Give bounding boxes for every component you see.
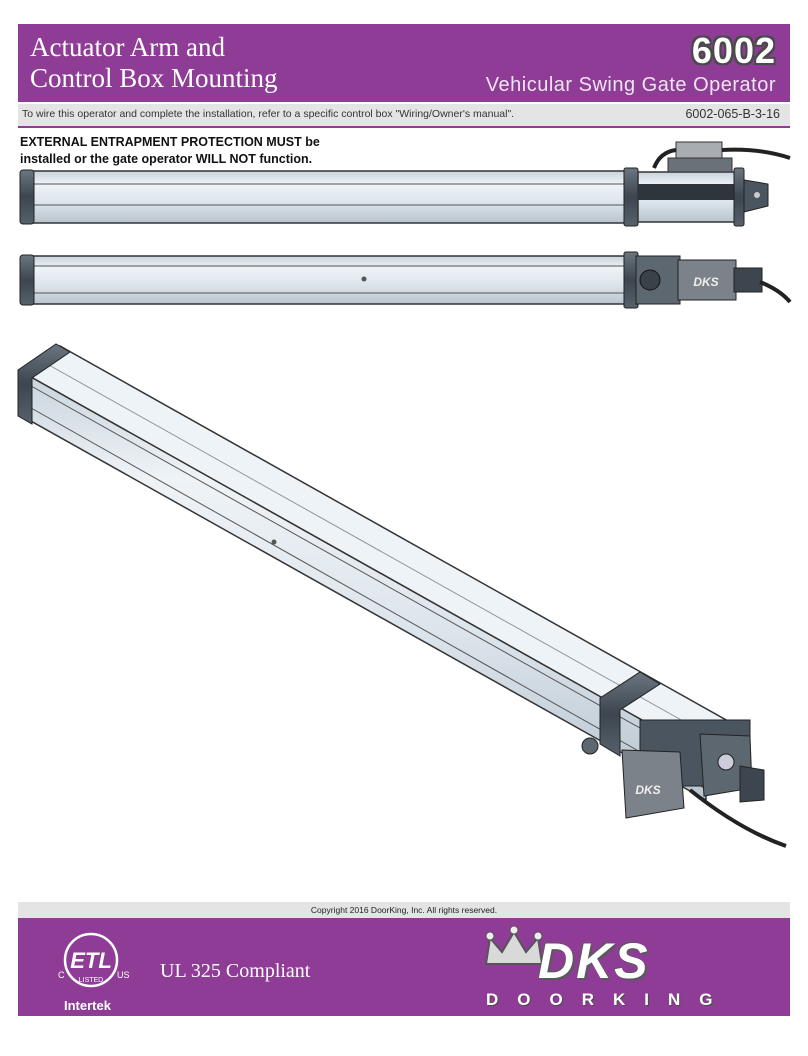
title-line-2: Control Box Mounting [30,63,278,93]
control-box-logo-perspective: DKS [635,783,660,797]
arm-side-view: DKS [19,251,792,309]
warning-line-2: installed or the gate operator WILL NOT … [20,152,313,166]
info-bar: To wire this operator and complete the i… [18,104,790,128]
dks-logo: DKS [538,933,650,989]
title-line-1: Actuator Arm and [30,32,225,62]
warning-line-1: EXTERNAL ENTRAPMENT PROTECTION MUST be [20,135,320,149]
wiring-instructions: To wire this operator and complete the i… [22,108,515,120]
arm-perspective-view: DKS [17,343,787,848]
document-number: 6002-065-B-3-16 [685,107,780,121]
etl-listed-text: LISTED [79,977,104,984]
control-box-logo-side: DKS [693,275,718,289]
etl-c-label: C [58,970,65,980]
header-banner: Actuator Arm and Control Box Mounting 60… [18,24,790,102]
copyright-bar: Copyright 2016 DoorKing, Inc. All rights… [18,902,790,918]
arm-top-view [19,141,791,227]
footer-banner: ETL LISTED C US Intertek UL 325 Complian… [18,918,790,1016]
intertek-label: Intertek [64,998,111,1013]
etl-us-label: US [117,970,130,980]
ul-compliance: UL 325 Compliant [160,960,311,982]
etl-text: ETL [70,948,112,973]
crown-icon [484,925,544,965]
doorking-wordmark: DOORKING [486,990,732,1009]
actuator-illustration: DKS DKS [17,141,792,848]
copyright-text: Copyright 2016 DoorKing, Inc. All rights… [310,905,498,915]
etl-listed-mark: ETL LISTED [63,932,119,988]
page-title: Actuator Arm and Control Box Mounting [30,32,278,94]
entrapment-warning: EXTERNAL ENTRAPMENT PROTECTION MUST be i… [20,134,320,168]
product-subtitle: Vehicular Swing Gate Operator [485,74,776,96]
model-number: 6002 [691,30,776,71]
